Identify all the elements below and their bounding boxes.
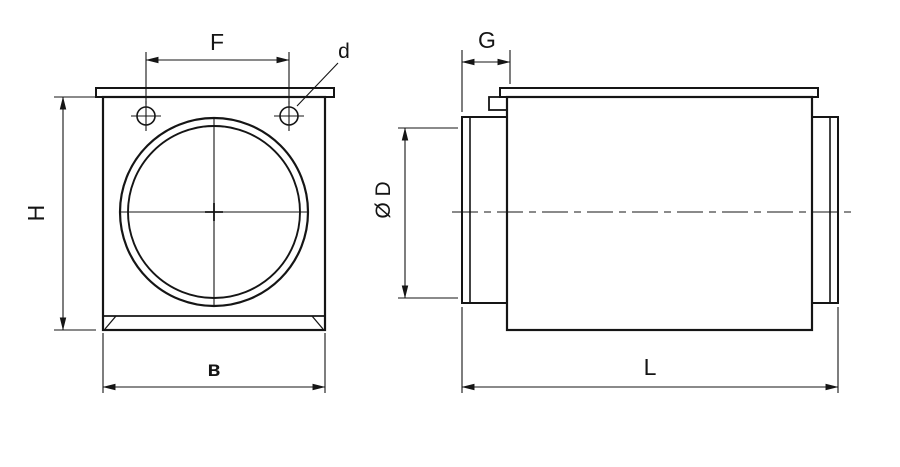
side-view — [452, 87, 855, 332]
side-body — [505, 95, 814, 332]
side-flange — [499, 87, 819, 98]
label-G: G — [478, 27, 496, 53]
dimension-labels: F d H в G Ø D L — [23, 27, 657, 381]
front-flange — [95, 87, 335, 98]
label-F: F — [210, 29, 224, 55]
dim-d-leader — [296, 62, 339, 107]
front-bottom-corner-right — [311, 315, 324, 330]
label-d: d — [338, 40, 350, 63]
front-view-dimensions — [54, 52, 339, 393]
side-flange-tab — [488, 96, 508, 111]
front-body — [101, 95, 327, 332]
side-view-dimensions — [398, 50, 839, 393]
left-spigot — [461, 116, 508, 304]
front-bottom-corner-left — [104, 315, 117, 330]
label-B: в — [208, 358, 221, 381]
label-L: L — [644, 354, 657, 380]
label-H: H — [23, 205, 49, 222]
label-D: Ø D — [372, 181, 395, 218]
right-spigot — [811, 116, 839, 304]
front-view — [95, 87, 335, 332]
